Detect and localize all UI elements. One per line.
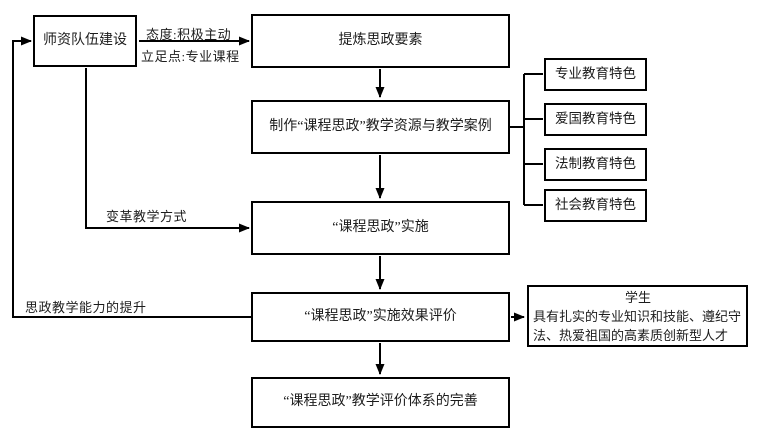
node-feature-legal: 法制教育特色 <box>544 148 647 181</box>
edge-label-foothold: 立足点:专业课程 <box>141 49 240 64</box>
node-feature-professional: 专业教育特色 <box>544 58 647 91</box>
node-feature-social: 社会教育特色 <box>544 189 647 222</box>
edge-label-change-method: 变革教学方式 <box>106 209 188 224</box>
edge-label-ability-improvement: 思政教学能力的提升 <box>25 300 147 315</box>
node-feature-patriotic: 爱国教育特色 <box>544 103 647 136</box>
edge-teacher-to-implementation <box>85 68 250 233</box>
student-description: 具有扎实的专业知识和技能、遵纪守法、热爱祖国的高素质创新型人才 <box>533 308 742 343</box>
student-title: 学生 <box>624 290 651 305</box>
node-implementation: “课程思政”实施 <box>251 201 510 255</box>
edge-feedback-loop <box>12 36 251 318</box>
node-extract-elements: 提炼思政要素 <box>251 14 510 68</box>
node-system-perfection: “课程思政”教学评价体系的完善 <box>251 377 510 428</box>
node-effect-evaluation: “课程思政”实施效果评价 <box>251 292 510 342</box>
node-student-outcome: 学生具有扎实的专业知识和技能、遵纪守法、热爱祖国的高素质创新型人才 <box>527 285 748 347</box>
node-produce-resources: 制作“课程思政”教学资源与教学案例 <box>251 100 510 154</box>
edge-label-attitude: 态度:积极主动 <box>146 27 232 42</box>
node-teacher-team: 师资队伍建设 <box>33 15 137 67</box>
